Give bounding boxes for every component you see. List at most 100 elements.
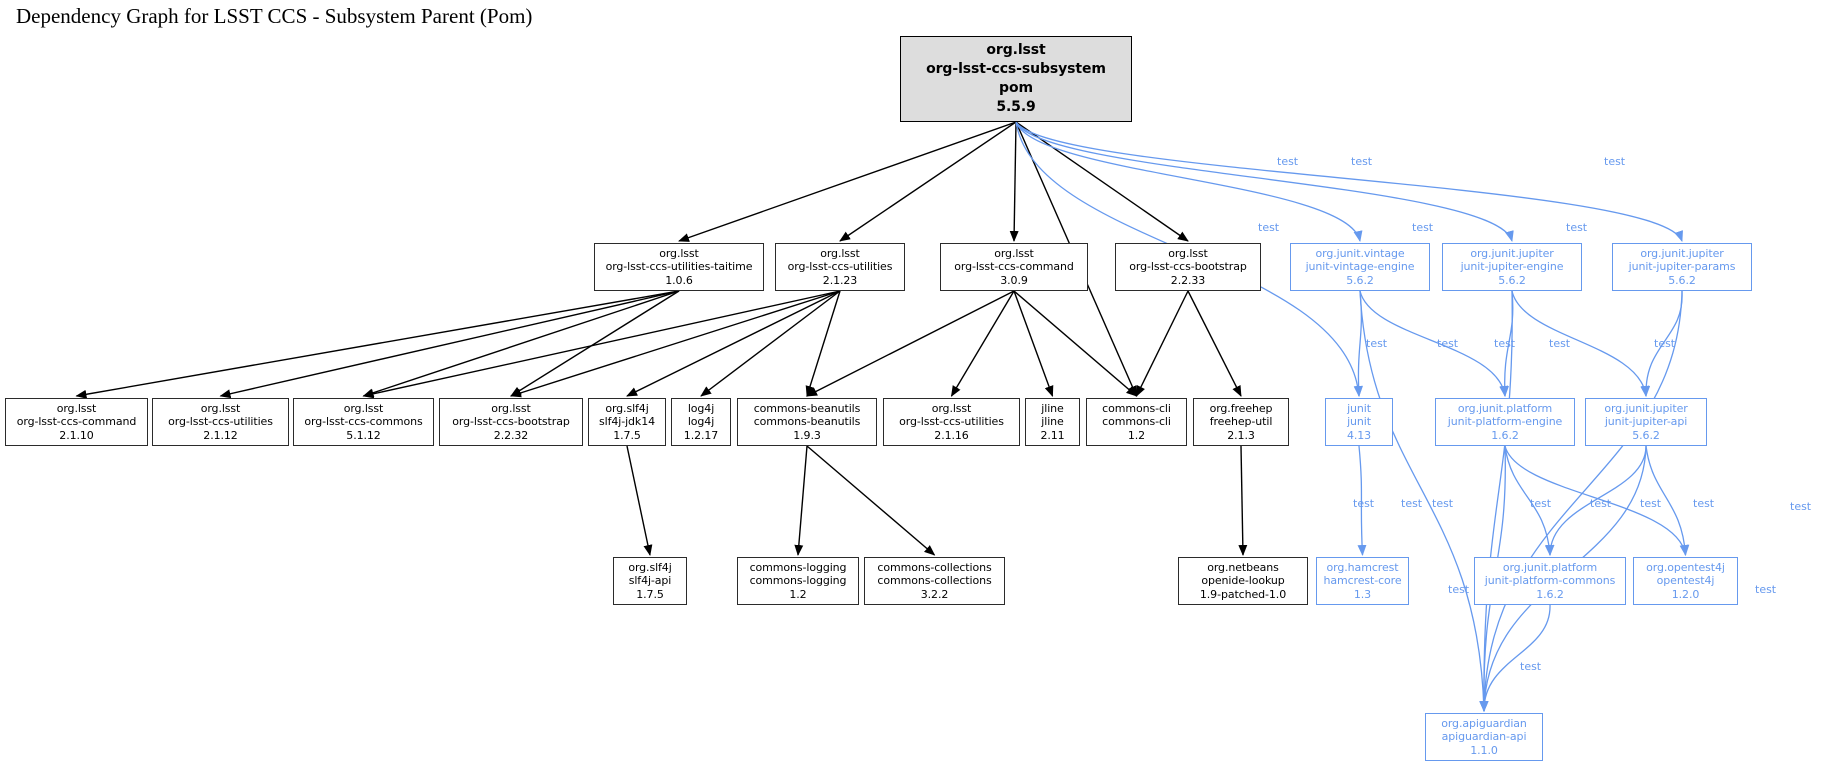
node-line: org-lsst-ccs-bootstrap xyxy=(452,415,570,429)
node-line: org.junit.jupiter xyxy=(1604,401,1688,415)
node-line: junit xyxy=(1347,415,1371,429)
node-line: jline xyxy=(1041,415,1064,429)
node-line: junit-jupiter-api xyxy=(1604,415,1688,429)
node-line: 5.1.12 xyxy=(346,428,381,442)
graph-edge-root-to-bootstrap-2233 xyxy=(1015,121,1189,242)
node-line: jline xyxy=(1041,401,1064,415)
node-line: org.opentest4j xyxy=(1646,560,1725,574)
node-line: junit-jupiter-engine xyxy=(1460,260,1564,274)
edge-label-test: test xyxy=(1790,500,1812,513)
graph-edge-command-309-to-utilities-2116 xyxy=(950,290,1015,397)
graph-edge-bootstrap-2233-to-freehep-util xyxy=(1187,290,1242,397)
edge-label-test: test xyxy=(1351,155,1373,168)
node-line: 4.13 xyxy=(1346,428,1372,442)
node-line: commons-collections xyxy=(877,574,992,588)
node-line: hamcrest-core xyxy=(1323,574,1402,588)
node-line: org.lsst xyxy=(820,246,860,260)
graph-edge-freehep-util-to-openide-lookup xyxy=(1238,445,1248,556)
node-line: org.lsst xyxy=(56,401,97,415)
node-line: junit-jupiter-params xyxy=(1628,260,1736,274)
node-line: org-lsst-ccs-utilities xyxy=(168,415,273,429)
node-line: org.lsst xyxy=(994,246,1034,260)
edge-label-test: test xyxy=(1549,337,1571,350)
graph-edge-utilities-2123-to-commons-5112 xyxy=(362,290,841,399)
node-line: slf4j-jdk14 xyxy=(599,415,655,429)
node-line: 2.1.16 xyxy=(934,428,969,442)
node-line: org.lsst xyxy=(986,42,1046,58)
node-line: junit-vintage-engine xyxy=(1305,260,1415,274)
graph-edge-jupiter-engine-to-apiguardian-api xyxy=(1479,290,1513,712)
edge-label-test: test xyxy=(1520,660,1542,673)
node-line: org.hamcrest xyxy=(1326,560,1399,574)
node-line: org-lsst-ccs-subsystem xyxy=(926,61,1106,77)
node-line: 2.11 xyxy=(1040,428,1065,442)
node-line: commons-logging xyxy=(749,574,847,588)
edge-label-test: test xyxy=(1755,583,1777,596)
edge-label-test: test xyxy=(1604,155,1626,168)
node-line: org.slf4j xyxy=(605,401,649,415)
graph-edge-utilities-2123-to-commons-beanutils xyxy=(805,290,841,397)
edge-label-test: test xyxy=(1494,337,1516,350)
edge-label-test: test xyxy=(1448,583,1470,596)
node-line: 2.2.33 xyxy=(1170,273,1206,287)
node-line: junit-platform-engine xyxy=(1447,415,1563,429)
graph-edge-command-309-to-jline xyxy=(1013,290,1054,397)
node-line: junit xyxy=(1347,401,1371,415)
node-line: org-lsst-ccs-utilities xyxy=(787,260,893,274)
node-line: opentest4j xyxy=(1656,574,1715,588)
node-line: junit-platform-commons xyxy=(1484,574,1616,588)
node-line: org.junit.platform xyxy=(1457,401,1553,415)
node-line: org.junit.jupiter xyxy=(1640,246,1724,260)
graph-edge-utilities-taitime-to-bootstrap-2232 xyxy=(510,290,680,397)
node-line: openide-lookup xyxy=(1201,574,1285,588)
edge-label-test: test xyxy=(1566,221,1588,234)
graph-edge-commons-beanutils-to-commons-logging xyxy=(794,445,808,556)
node-line: org.junit.jupiter xyxy=(1470,246,1554,260)
graph-edge-utilities-2123-to-bootstrap-2232 xyxy=(510,290,841,398)
node-line: org.lsst xyxy=(200,401,241,415)
edge-label-test: test xyxy=(1401,497,1423,510)
node-line: 2.1.3 xyxy=(1227,428,1255,442)
edge-label-test: test xyxy=(1437,337,1459,350)
node-line: org-lsst-ccs-commons xyxy=(304,415,423,429)
node-line: 5.5.9 xyxy=(996,99,1036,115)
graph-edge-bootstrap-2233-to-commons-cli xyxy=(1135,290,1189,397)
node-line: 3.2.2 xyxy=(920,587,949,601)
edge-label-test: test xyxy=(1432,497,1454,510)
edge-label-test: test xyxy=(1640,497,1662,510)
node-line: 5.6.2 xyxy=(1498,273,1526,287)
graph-edge-utilities-taitime-to-commons-5112 xyxy=(362,290,680,398)
node-line: commons-cli xyxy=(1102,401,1171,415)
